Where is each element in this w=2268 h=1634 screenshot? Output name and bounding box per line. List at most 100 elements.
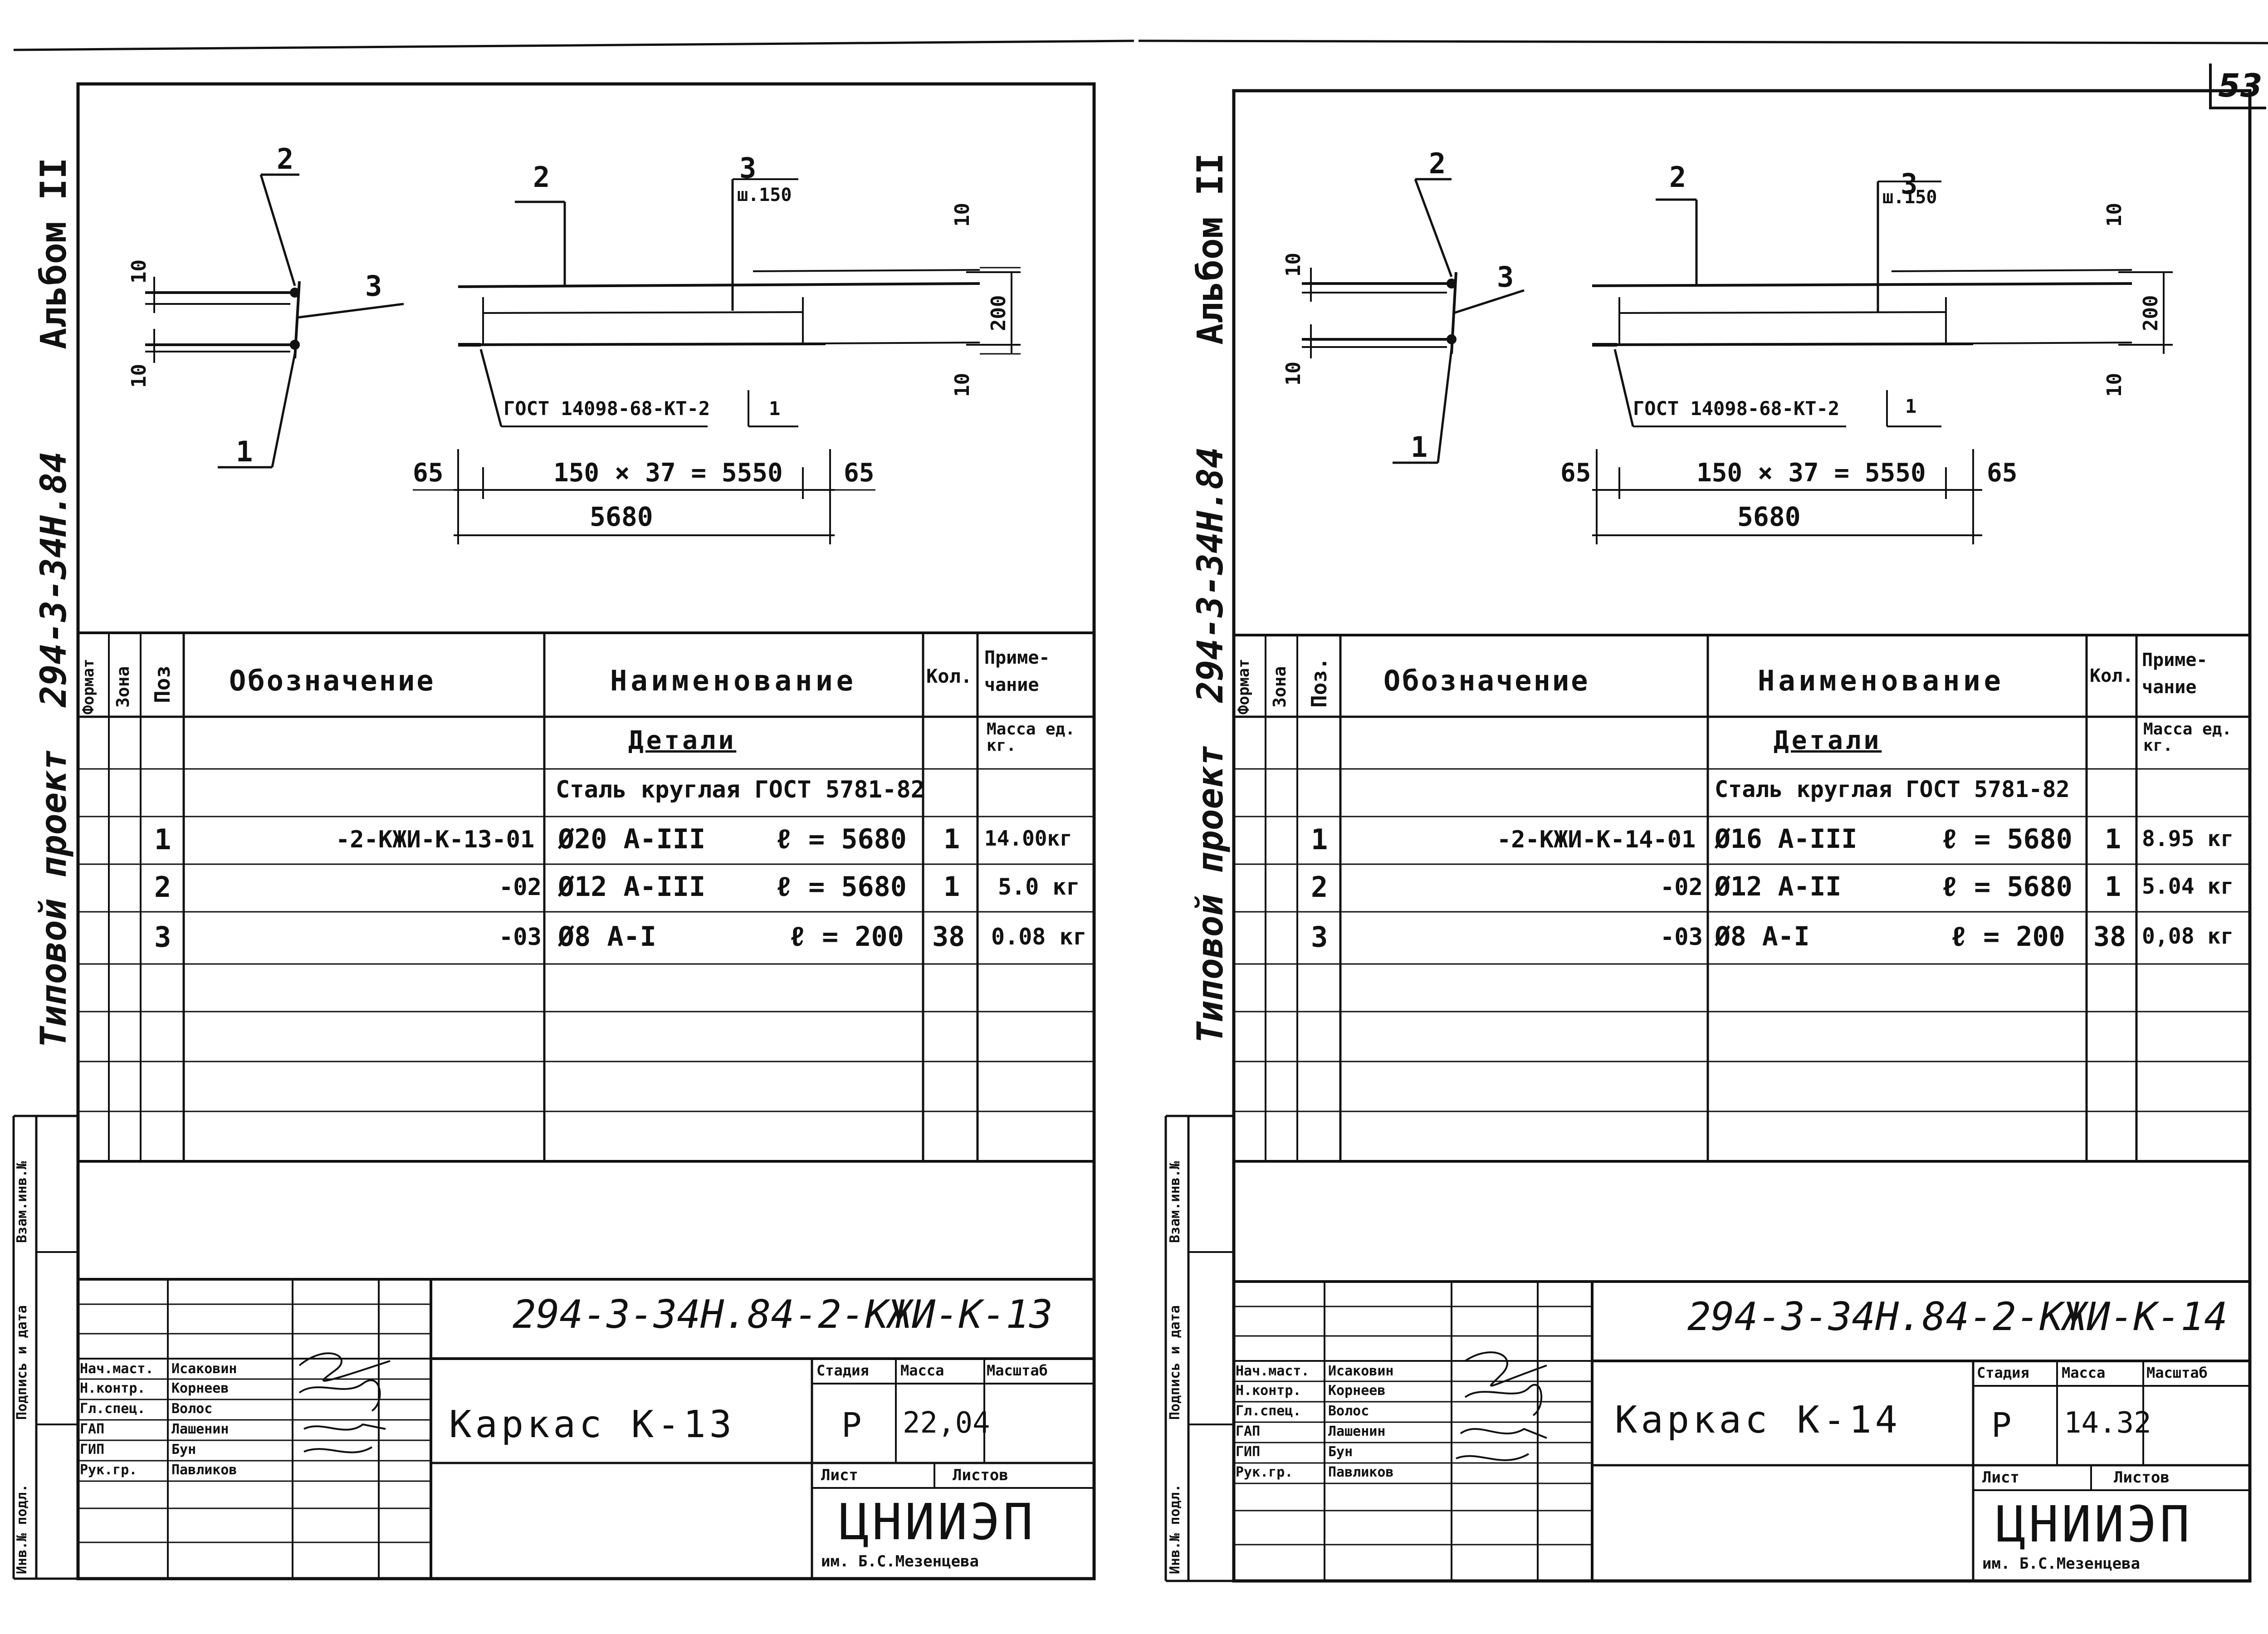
row-name: Ø16 А-III xyxy=(1715,823,1857,854)
callout-step: ш.150 xyxy=(1882,187,1937,208)
person-name: Исаковин xyxy=(171,1361,237,1377)
dim-spacing: 150 × 37 = 5550 xyxy=(553,458,783,488)
row-qty: 38 xyxy=(2093,921,2126,953)
person-name: Исаковин xyxy=(1328,1363,1394,1379)
dim-10-right-bottom: 10 xyxy=(951,373,974,397)
side-project-number: 294-3-34Н.84 xyxy=(34,451,74,707)
row-pos: 3 xyxy=(154,920,171,954)
row-length: ℓ = 5680 xyxy=(1941,871,2072,903)
row-designation: -03 xyxy=(1660,924,1703,951)
row-designation: -2-КЖИ-К-14-01 xyxy=(1497,826,1696,853)
callout-2-section: 2 xyxy=(277,142,294,176)
role-label: Н.контр. xyxy=(80,1380,146,1396)
dim-total: 5680 xyxy=(590,501,653,532)
person-name: Бун xyxy=(171,1442,196,1458)
dim-10-bottom: 10 xyxy=(1282,362,1305,386)
weld-note: ГОСТ 14098-68-КТ-2 xyxy=(503,397,710,420)
row-qty: 38 xyxy=(932,921,965,953)
role-label: ГАП xyxy=(80,1421,105,1437)
dim-200: 200 xyxy=(2139,295,2162,331)
person-name: Лашенин xyxy=(171,1421,229,1437)
doc-code: 294-3-34Н.84-2-КЖИ-К-14 xyxy=(1687,1294,2228,1340)
dim-65-right: 65 xyxy=(844,458,875,488)
row-note: 5.04 кг xyxy=(2142,874,2234,899)
stamp-inv-label: Инв.№ подл. xyxy=(1167,1484,1183,1574)
dim-10-right-top: 10 xyxy=(951,203,974,227)
callout-2-section: 2 xyxy=(1429,147,1446,180)
row-qty: 1 xyxy=(2105,823,2121,855)
side-project-label: Типовой проект xyxy=(1190,745,1231,1043)
header-note: Приме- чание xyxy=(984,647,1050,695)
callout-2-elevation: 2 xyxy=(533,161,550,194)
side-project-label: Типовой проект xyxy=(34,749,74,1048)
dim-65-left: 65 xyxy=(413,458,444,488)
row-length: ℓ = 5680 xyxy=(776,823,907,855)
section-title: Детали xyxy=(628,726,737,755)
sheet-label: Лист xyxy=(821,1466,858,1484)
section-title: Детали xyxy=(1774,726,1882,755)
dim-10-bottom: 10 xyxy=(127,364,151,388)
drawing-title: Каркас К-13 xyxy=(449,1403,736,1446)
role-label: Гл.спец. xyxy=(80,1401,146,1417)
material-row: Сталь круглая ГОСТ 5781-82 xyxy=(556,776,925,803)
row-name: Ø20 А-III xyxy=(558,823,706,855)
callout-3-section: 3 xyxy=(1497,260,1514,294)
header-qty: Кол. xyxy=(926,665,973,687)
row-designation: -2-КЖИ-К-13-01 xyxy=(336,826,535,853)
dim-65-left: 65 xyxy=(1560,458,1591,488)
callout-1-section: 1 xyxy=(236,435,253,468)
side-project-number: 294-3-34Н.84 xyxy=(1190,447,1231,703)
organization-subtitle: им. Б.С.Мезенцева xyxy=(821,1552,979,1570)
dim-10-right-bottom: 10 xyxy=(2103,373,2126,397)
mass-value: 22,04 xyxy=(903,1406,990,1440)
row-name: Ø12 А-III xyxy=(558,871,706,903)
sheet-frame-lines xyxy=(1139,39,2268,1583)
header-format: Формат xyxy=(79,659,98,714)
row-name: Ø8 А-I xyxy=(1715,921,1810,952)
header-designation: Обозначение xyxy=(229,664,435,697)
organization-subtitle: им. Б.С.Мезенцева xyxy=(1982,1555,2140,1573)
row-length: ℓ = 200 xyxy=(789,921,904,953)
row-note: 8.95 кг xyxy=(2142,826,2234,851)
mass-label: Масса ед. кг. xyxy=(2143,720,2232,755)
row-designation: -02 xyxy=(1660,874,1703,901)
scale-label: Масштаб xyxy=(2146,1364,2208,1381)
role-label: Нач.маст. xyxy=(80,1361,154,1377)
cage-drawing xyxy=(145,173,1021,544)
row-qty: 1 xyxy=(943,871,960,903)
role-label: ГИП xyxy=(80,1442,105,1458)
stage-value: Р xyxy=(1991,1406,2012,1445)
stamp-sign-label: Подпись и дата xyxy=(1167,1305,1183,1420)
weld-note: ГОСТ 14098-68-КТ-2 xyxy=(1633,397,1840,420)
row-pos: 3 xyxy=(1311,920,1328,954)
row-pos: 2 xyxy=(1311,871,1328,904)
stamp-replace-label: Взам.инв.№ xyxy=(1167,1161,1183,1243)
row-note: 0.08 кг xyxy=(991,924,1087,950)
person-name: Павликов xyxy=(171,1462,237,1478)
dim-10-right-top: 10 xyxy=(2103,203,2126,227)
cage-drawing xyxy=(1302,178,2173,544)
person-name: Волос xyxy=(1328,1403,1369,1419)
row-qty: 1 xyxy=(943,823,960,855)
header-name: Наименование xyxy=(610,664,857,697)
role-label: ГАП xyxy=(1236,1424,1261,1439)
role-label: Гл.спец. xyxy=(1236,1403,1301,1419)
dim-10-top: 10 xyxy=(127,259,151,284)
material-row: Сталь круглая ГОСТ 5781-82 xyxy=(1715,776,2070,802)
organization-name: ЦНИИЭП xyxy=(1996,1495,2193,1553)
role-label: Рук.гр. xyxy=(80,1462,137,1478)
header-pos: Поз xyxy=(150,665,175,703)
mass-label: Масса ед. кг. xyxy=(987,720,1075,755)
sheet-label: Лист xyxy=(1982,1468,2019,1487)
row-length: ℓ = 200 xyxy=(1950,921,2065,953)
person-name: Корнеев xyxy=(1328,1383,1386,1399)
page-number: 53 xyxy=(2218,67,2263,104)
person-name: Волос xyxy=(171,1401,213,1417)
callout-step: ш.150 xyxy=(737,185,792,205)
role-label: ГИП xyxy=(1236,1444,1261,1460)
row-note: 14.00кг xyxy=(984,826,1072,851)
callout-3-elevation: 3 xyxy=(739,152,757,185)
mass-title-label: Масса xyxy=(2062,1364,2106,1381)
header-format: Формат xyxy=(1235,659,1253,714)
role-label: Нач.маст. xyxy=(1236,1363,1310,1379)
